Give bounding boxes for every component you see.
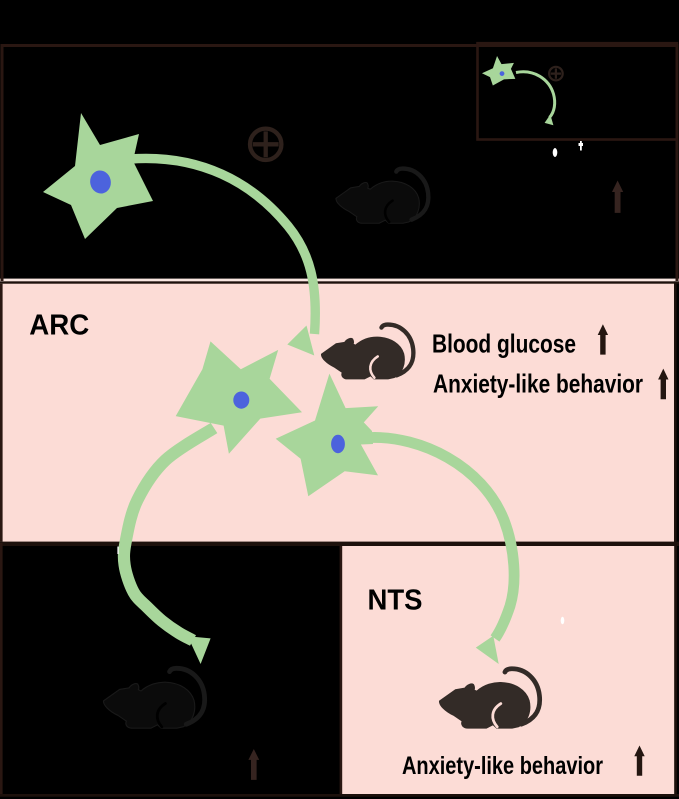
svg-text:Anxiety-like behavior: Anxiety-like behavior (433, 369, 643, 399)
svg-text:Blood glucose: Blood glucose (432, 328, 576, 358)
svg-text:NTS: NTS (368, 585, 423, 617)
svg-text:Anxiety-like behavior: Anxiety-like behavior (402, 752, 603, 780)
svg-text:ARC: ARC (29, 310, 89, 342)
